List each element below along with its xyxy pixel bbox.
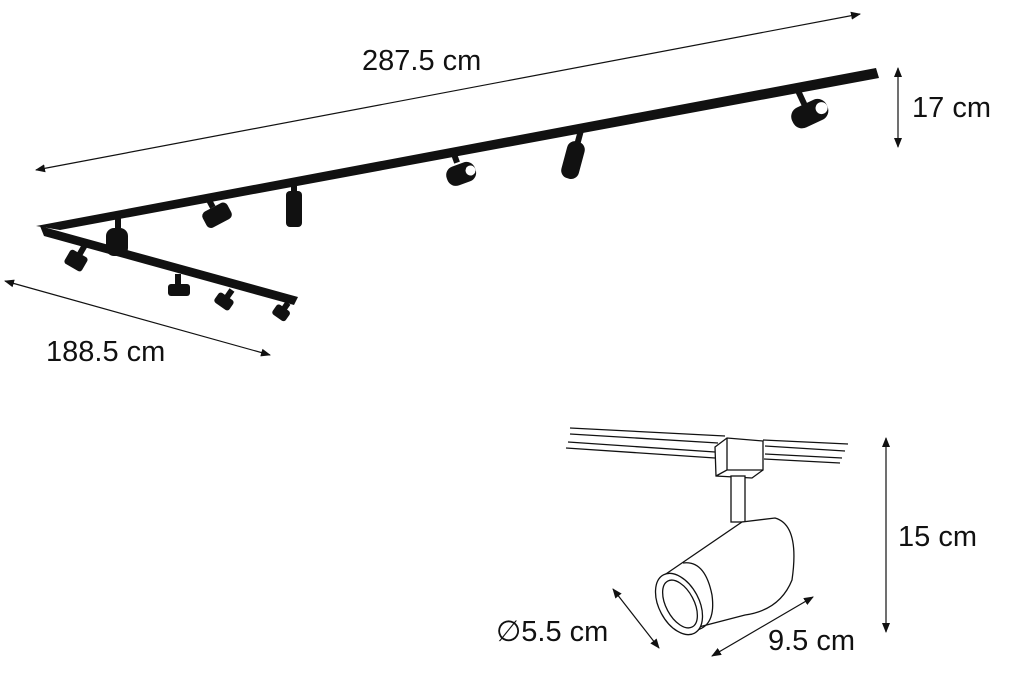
- spotlight-icon: [791, 88, 829, 129]
- spot-length-dimension-arrow: [711, 596, 814, 657]
- spotlight-detail-drawing: [565, 427, 849, 636]
- spotlight-icon: [106, 214, 128, 256]
- length-dimension-arrow: [35, 11, 861, 173]
- spotlight-icon: [446, 148, 477, 186]
- spotlight-icon: [214, 288, 235, 311]
- spotlight-icon: [202, 193, 232, 229]
- side-length-dimension-arrow: [4, 279, 271, 357]
- spotlight-icons: [64, 88, 829, 322]
- spot-height-label: 15 cm: [898, 521, 977, 553]
- spotlight-icon: [561, 129, 585, 179]
- spotlight-icon: [64, 241, 89, 272]
- track-rail: [36, 68, 879, 305]
- track-side-length-label: 188.5 cm: [46, 336, 166, 368]
- spotlight-icon: [168, 274, 190, 296]
- spot-diameter-label: ∅5.5 cm: [496, 616, 609, 648]
- spot-diameter-dimension-arrow: [612, 588, 660, 649]
- spot-length-label: 9.5 cm: [768, 625, 856, 657]
- track-length-label: 287.5 cm: [362, 45, 482, 77]
- spotlight-icon: [286, 179, 302, 227]
- spotlight-icon: [272, 301, 291, 322]
- track-height-label: 17 cm: [912, 92, 991, 124]
